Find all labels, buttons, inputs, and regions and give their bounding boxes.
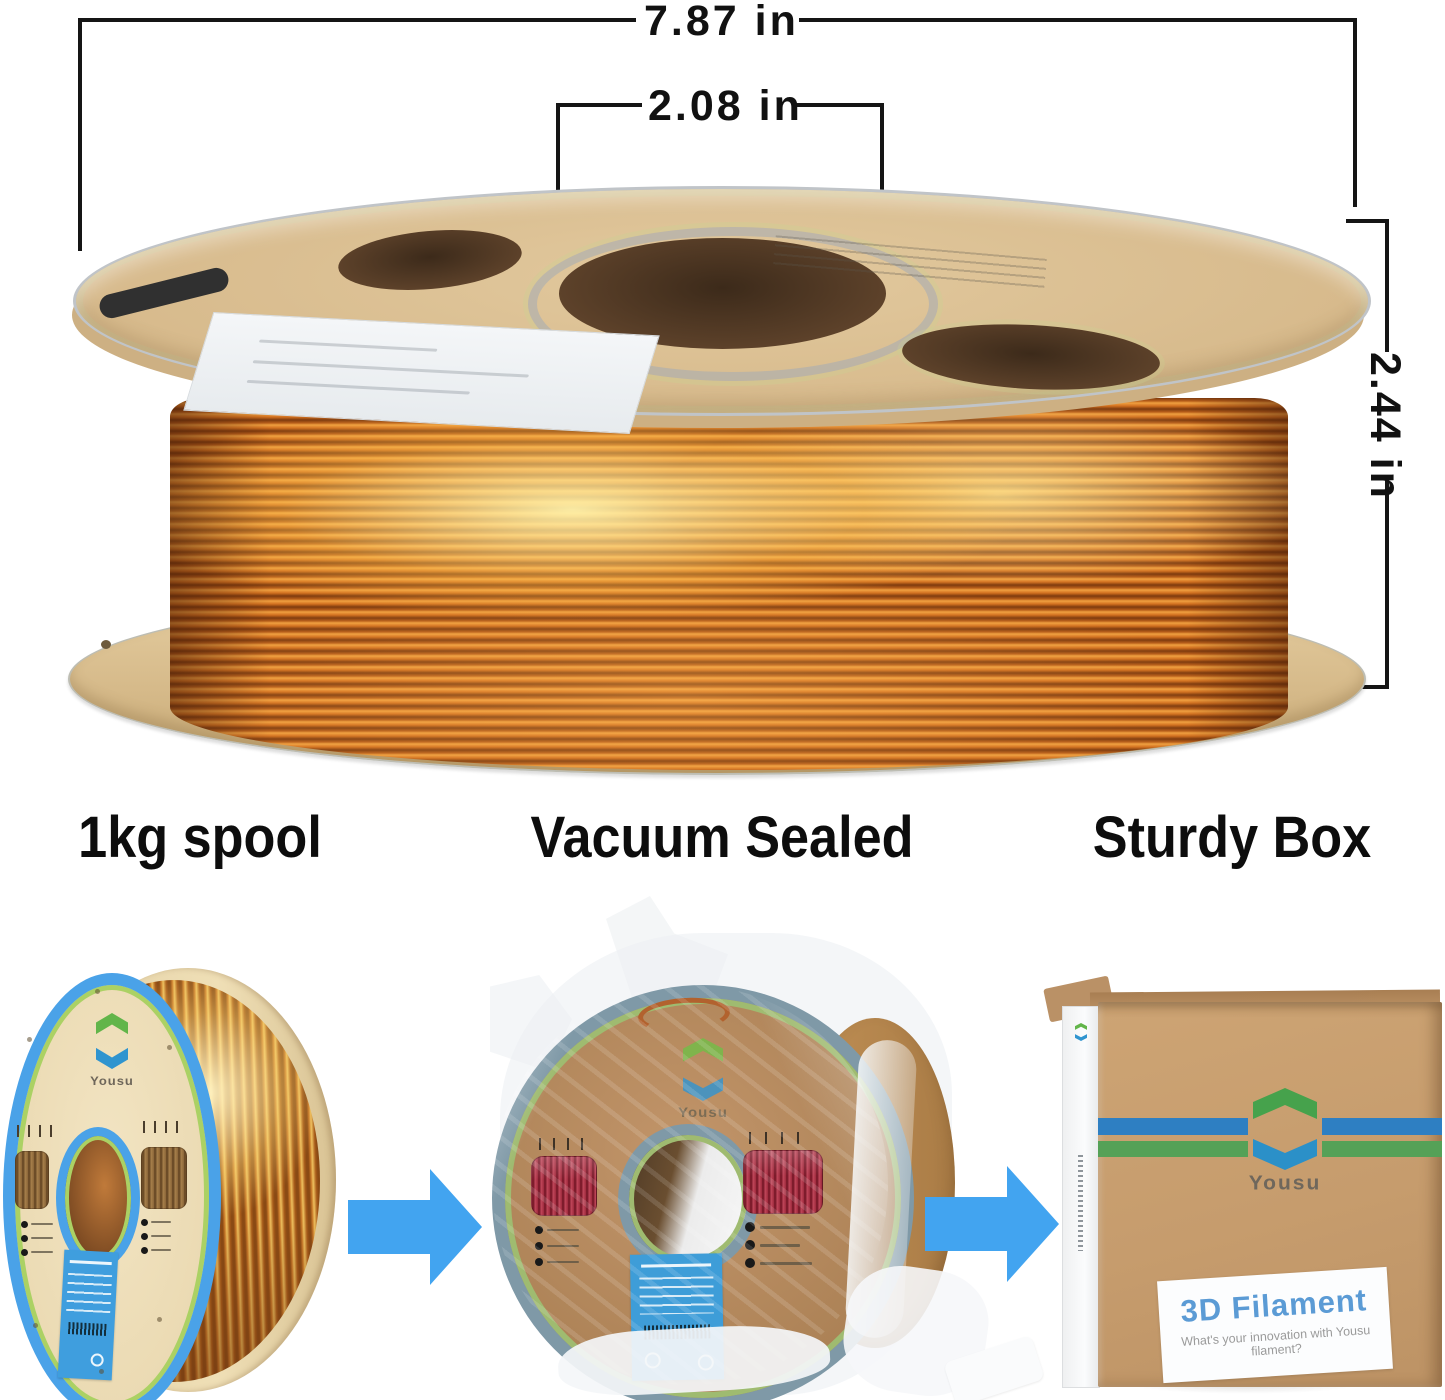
social-icons xyxy=(141,1219,175,1261)
feature-sturdy-box: Sturdy Box xyxy=(1092,805,1372,870)
feature-vacuum-sealed: Vacuum Sealed xyxy=(530,805,914,870)
rim-hole xyxy=(157,1317,162,1322)
box-front-face: Yousu 3D Filament What's your innovation… xyxy=(1098,1002,1442,1387)
filament-window xyxy=(141,1147,187,1209)
spool-hub-hole xyxy=(56,1127,140,1269)
yousu-logo-icon xyxy=(96,1047,128,1069)
center-hub-hole xyxy=(559,238,886,349)
rim-hole xyxy=(95,989,100,994)
filament-clip xyxy=(97,265,231,321)
spool-width-dimension: 7.87 in xyxy=(644,0,799,45)
height-dim-line-upper xyxy=(1385,219,1389,352)
box-side-sticker xyxy=(1062,1006,1100,1388)
hub-dim-line-left xyxy=(556,103,642,107)
blue-stripe xyxy=(1322,1118,1442,1135)
flange-slot-right xyxy=(900,318,1162,396)
width-dim-line-right xyxy=(799,18,1357,22)
green-stripe xyxy=(1098,1141,1248,1157)
width-dim-drop-left xyxy=(78,18,82,251)
yousu-logo-icon xyxy=(96,1013,128,1035)
scale-ticks xyxy=(143,1121,185,1133)
box-front-label: 3D Filament What's your innovation with … xyxy=(1157,1266,1393,1384)
social-icons xyxy=(21,1221,55,1263)
yousu-logo-icon xyxy=(1253,1139,1317,1170)
yousu-wordmark: Yousu xyxy=(90,1073,134,1088)
yousu-logo-icon xyxy=(1075,1034,1087,1041)
flange-slot-left xyxy=(335,223,525,297)
side-barcode xyxy=(1078,1155,1083,1251)
yousu-logo-icon xyxy=(1253,1088,1317,1119)
hub-dim-drop-left xyxy=(556,103,560,197)
rim-hole xyxy=(99,1369,104,1374)
filament-window xyxy=(15,1151,49,1209)
yousu-wordmark: Yousu xyxy=(1248,1172,1322,1195)
yousu-logo-icon xyxy=(1075,1023,1087,1030)
rim-hole xyxy=(33,1323,38,1328)
height-dim-tick-top xyxy=(1346,219,1389,223)
width-dim-drop-right xyxy=(1353,18,1357,207)
arrow-right-icon xyxy=(348,1169,482,1285)
hub-dim-line-right xyxy=(795,103,884,107)
spool-height-dimension: 2.44 in xyxy=(1361,352,1409,500)
scale-ticks xyxy=(17,1125,55,1137)
width-dim-line-left xyxy=(78,18,636,22)
plastic-sheen xyxy=(492,985,888,1385)
flange-hole xyxy=(101,640,111,649)
rim-hole xyxy=(27,1037,32,1042)
feature-1kg-spool: 1kg spool xyxy=(78,805,322,870)
height-dim-line-lower xyxy=(1385,478,1389,689)
blue-stripe xyxy=(1098,1118,1248,1135)
hub-ring xyxy=(528,227,938,381)
hub-diameter-dimension: 2.08 in xyxy=(648,82,803,130)
green-stripe xyxy=(1322,1141,1442,1157)
spool-front-face: Yousu xyxy=(3,973,221,1400)
copper-filament-winding xyxy=(170,398,1288,770)
hub-dim-drop-right xyxy=(880,103,884,197)
height-dim-tick-bottom xyxy=(1341,685,1389,689)
spool-info-label xyxy=(57,1249,119,1381)
spool-top-flange xyxy=(73,186,1371,434)
rim-hole xyxy=(167,1045,172,1050)
arrow-right-icon xyxy=(925,1166,1059,1282)
